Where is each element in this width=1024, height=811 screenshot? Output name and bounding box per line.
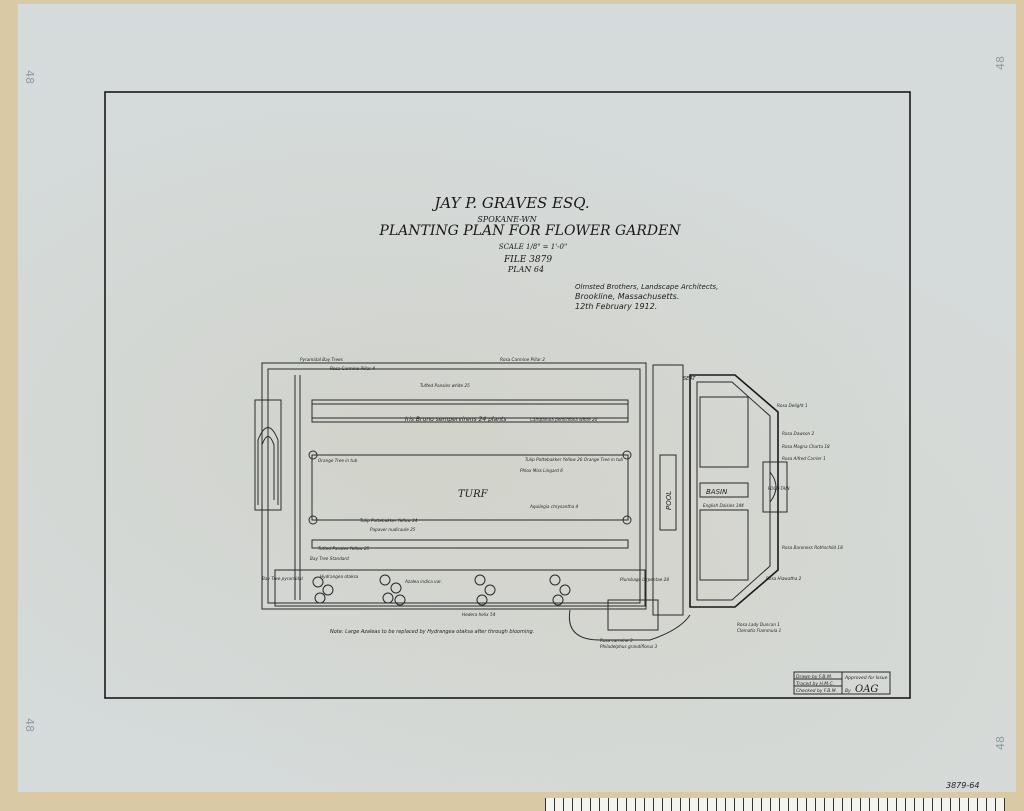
- plant-label: Rosa Delight 1: [777, 403, 808, 408]
- turf-label: TURF: [458, 489, 489, 500]
- by-label: By: [845, 688, 851, 694]
- plant-label: Aquilegia chrysantha 4: [529, 504, 579, 509]
- corner-mark: 48: [23, 718, 36, 732]
- basin-label: BASIN: [706, 488, 728, 496]
- signature: OAG: [855, 684, 878, 695]
- pool: [659, 454, 677, 531]
- plant-label: Tufted Pansies Yellow 25: [318, 546, 370, 551]
- corner-mark: 48: [994, 736, 1007, 750]
- plant-label: Orange Tree in tub: [318, 458, 358, 463]
- plant-label: Bay Tree pyramidal: [262, 576, 304, 581]
- sheet-number: 3879-64: [946, 781, 979, 790]
- basin: [699, 482, 749, 498]
- location: SPOKANE-WN: [477, 215, 537, 224]
- plant-label: Tufted Pansies white 25: [420, 383, 470, 388]
- plant-label: Rosa carmine 3: [600, 638, 633, 643]
- approved-label: Approved for Issue: [844, 675, 888, 681]
- plant-label: Papaver nudicaule 25: [370, 527, 416, 532]
- plant-label: Hedera helix 54: [462, 612, 496, 617]
- traced-by: Traced by H.M.C.: [796, 681, 834, 687]
- seat-label: SEAT: [683, 376, 696, 382]
- garden-plan: [254, 362, 788, 641]
- planting-note: Note: Large Azaleas to be replaced by Hy…: [330, 629, 534, 635]
- plant-label: English Daisies 144: [703, 503, 744, 508]
- plant-label: Rosa Magna Charta 18: [782, 444, 830, 449]
- plant-label: Philadelphus grandiflorus 3: [600, 644, 658, 649]
- corner-mark: 48: [23, 70, 36, 84]
- plant-labels: Pyramidal Bay Trees Rosa Carmine Pillar …: [262, 357, 843, 649]
- plant-label: Hydrangea otaksa: [320, 574, 359, 579]
- plant-label: Azalea indica var.: [404, 579, 442, 584]
- plant-label: Rosa Carmine Pillar 4: [330, 366, 375, 371]
- plant-label: Pyramidal Bay Trees: [300, 357, 344, 362]
- scale-ruler: [545, 798, 1005, 811]
- plant-label: Tulip Pottebakker Yellow 20 Orange Tree …: [525, 457, 623, 462]
- plant-label: Plumbago larpentae 28: [620, 577, 669, 582]
- plant-label: Rosa Baroness Rothschild 18: [782, 545, 843, 550]
- title-block-header: JAY P. GRAVES ESQ. SPOKANE-WN PLANTING P…: [378, 194, 718, 311]
- plant-label: Rosa Lady Duncan 1: [737, 622, 780, 627]
- pool-label: POOL: [665, 491, 673, 510]
- plant-label: Campanula persicifolia white 20: [530, 417, 598, 422]
- scale: SCALE 1/8" = 1'-0": [499, 243, 567, 251]
- drawing-border: [104, 91, 911, 699]
- plan-title: PLANTING PLAN FOR FLOWER GARDEN: [378, 223, 681, 239]
- turf-area: [311, 454, 629, 521]
- plan-date: 12th February 1912.: [575, 302, 657, 311]
- plant-label: Rosa Carmine Pillar 2: [500, 357, 545, 362]
- plant-label: Rosa Dawson 2: [782, 431, 814, 436]
- fountain-label: FOUN-TAIN: [768, 486, 790, 491]
- firm-name: Olmsted Brothers, Landscape Architects,: [575, 283, 718, 291]
- plant-label: Bay Tree Standard: [310, 556, 349, 561]
- plant-label: Tulip Pottebakker Yellow 24: [360, 518, 418, 523]
- drawing-sheet: [18, 4, 1016, 792]
- plant-label: Phlox Miss Lingard 6: [520, 468, 563, 473]
- plant-label: Rosa Alfred Carrier 1: [782, 456, 826, 461]
- plant-label: Iris Bruno sempervirens 24 plants: [405, 416, 507, 423]
- checked-by: Checked by F.B.M.: [796, 688, 837, 694]
- plan-number: PLAN 64: [507, 265, 544, 274]
- corner-mark: 48: [994, 56, 1007, 70]
- file-number: FILE 3879: [503, 255, 552, 265]
- drawn-by: Drawn by F.B.M.: [796, 674, 832, 680]
- approval-block: Drawn by F.B.M. Traced by H.M.C. Checked…: [793, 671, 891, 695]
- plant-label: Rosa Hiawatha 2: [766, 576, 802, 581]
- plant-label: Clematis Flammula 1: [737, 628, 782, 633]
- firm-city: Brookline, Massachusetts.: [575, 292, 679, 301]
- client-name: JAY P. GRAVES ESQ.: [431, 194, 589, 212]
